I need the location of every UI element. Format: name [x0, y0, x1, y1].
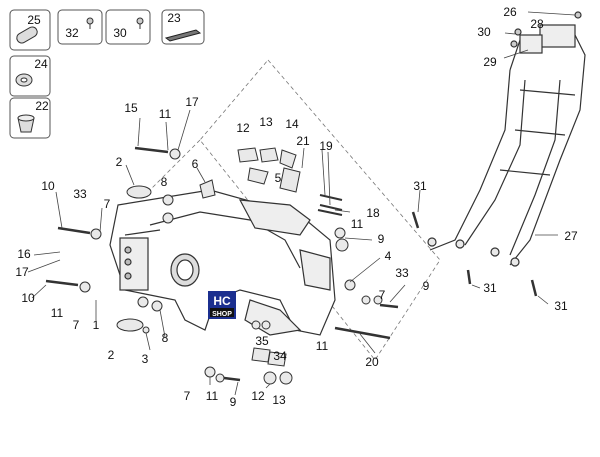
callout-5: 5 [275, 171, 282, 185]
callout-8a: 8 [161, 175, 168, 189]
callout-34: 34 [273, 349, 287, 363]
callout-26: 26 [503, 5, 517, 19]
callout-2b: 2 [108, 348, 115, 362]
callout-14: 14 [285, 117, 299, 131]
callout-11e: 11 [206, 389, 219, 403]
callout-10b: 10 [21, 291, 35, 305]
legend-box-23: 23 [161, 9, 205, 45]
callout-18: 18 [366, 206, 380, 220]
callout-15: 15 [124, 101, 138, 115]
callout-19: 19 [319, 139, 333, 153]
legend-box-25: 25 [9, 9, 51, 51]
callout-33a: 33 [73, 187, 87, 201]
callout-13a: 13 [259, 115, 273, 129]
callout-11c: 11 [51, 306, 64, 320]
legend-label-32: 32 [65, 26, 79, 40]
callout-labels: 26 28 30 29 27 31 31 31 15 11 17 2 6 12 … [15, 5, 578, 409]
hardware-parts [45, 146, 399, 385]
callout-2a: 2 [116, 155, 123, 169]
callout-7c: 7 [379, 288, 386, 302]
callout-9c: 9 [230, 395, 237, 409]
rear-subframe [411, 11, 586, 297]
callout-35: 35 [255, 334, 269, 348]
callout-11d: 11 [316, 339, 329, 353]
assembly-outline [149, 59, 441, 361]
callout-28: 28 [530, 17, 544, 31]
legend-label-24: 24 [34, 57, 48, 71]
callout-3: 3 [142, 352, 149, 366]
callout-8b: 8 [162, 331, 169, 345]
callout-7a: 7 [104, 197, 111, 211]
callout-16: 16 [17, 247, 31, 261]
callout-9b: 9 [423, 279, 430, 293]
watermark-line1: HC [213, 294, 231, 308]
callout-17b: 17 [15, 265, 29, 279]
callout-9a: 9 [378, 232, 385, 246]
legend-label-23: 23 [167, 11, 181, 25]
legend-box-24: 24 [9, 55, 51, 97]
callout-6: 6 [192, 157, 199, 171]
main-frame [109, 189, 336, 336]
small-screw-icon [86, 17, 94, 29]
leader-lines [27, 11, 576, 396]
callout-7d: 7 [184, 389, 191, 403]
watermark-line2: SHOP [212, 311, 232, 318]
callout-29: 29 [483, 55, 497, 69]
legend-box-30: 30 [105, 9, 151, 45]
callout-30: 30 [477, 25, 491, 39]
callout-31a: 31 [413, 179, 427, 193]
small-screw-icon [136, 17, 144, 29]
callout-11b: 11 [351, 217, 364, 231]
adhesive-pad-icon [164, 29, 202, 42]
callout-1: 1 [93, 318, 100, 332]
callout-33b: 33 [395, 266, 409, 280]
sleeve-tube-icon [16, 26, 38, 44]
legend-label-30: 30 [113, 26, 127, 40]
callout-31b: 31 [483, 281, 497, 295]
legend-box-32: 32 [57, 9, 103, 45]
grommet-icon [15, 73, 33, 87]
callout-4: 4 [385, 249, 392, 263]
callout-31c: 31 [554, 299, 568, 313]
rubber-plug-icon [17, 114, 35, 133]
callout-17a: 17 [185, 95, 199, 109]
callout-7b: 7 [73, 318, 80, 332]
legend-label-22: 22 [35, 99, 49, 113]
callout-13b: 13 [272, 393, 286, 407]
callout-20: 20 [365, 355, 379, 369]
legend-box-22: 22 [9, 97, 51, 139]
callout-11a: 11 [159, 107, 172, 121]
callout-12b: 12 [251, 389, 265, 403]
hc-shop-watermark: HC SHOP [208, 291, 236, 319]
callout-10a: 10 [41, 179, 55, 193]
callout-12a: 12 [236, 121, 250, 135]
legend-label-25: 25 [27, 13, 41, 27]
callout-27: 27 [564, 229, 578, 243]
callout-21: 21 [296, 134, 310, 148]
